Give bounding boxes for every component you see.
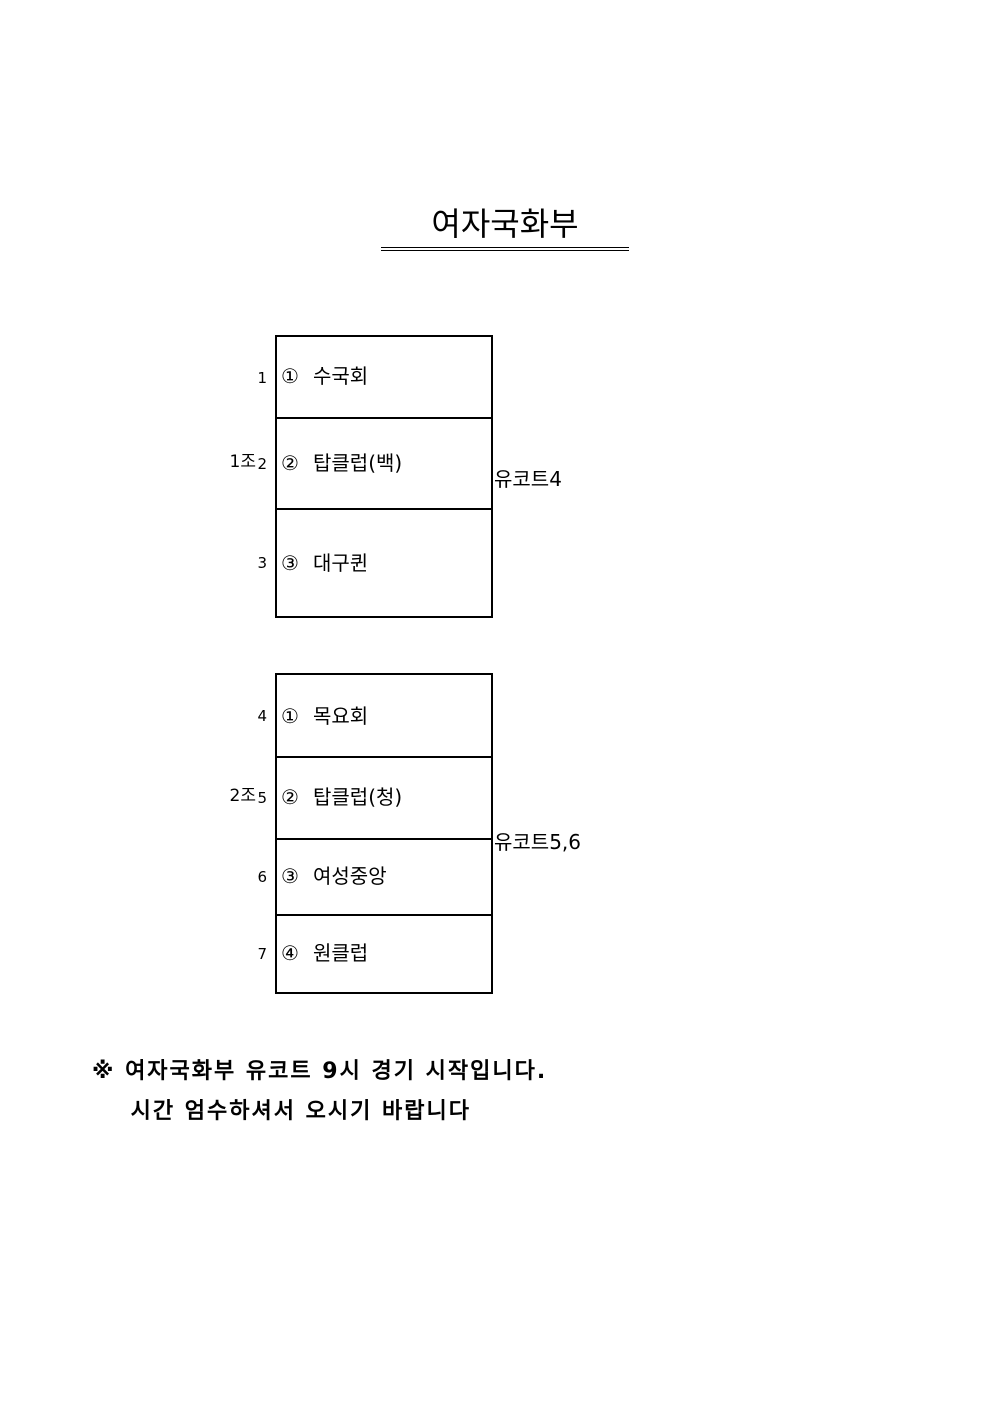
table-row: ④ 원클럽 <box>277 916 491 992</box>
group-1-box: ① 수국회 ② 탑클럽(백) ③ 대구퀸 <box>275 335 493 618</box>
group-label: 1조 <box>229 452 256 472</box>
table-row: ② 탑클럽(백) <box>277 419 491 510</box>
team-number-mark: ③ <box>281 551 299 575</box>
row-number: 1 <box>257 369 267 387</box>
reference-mark-icon: ※ <box>92 1059 116 1084</box>
notice: ※ 여자국화부 유코트 9시 경기 시작입니다. 시간 엄수하셔서 오시기 바랍… <box>92 1052 547 1132</box>
group-2-box: ① 목요회 ② 탑클럽(청) ③ 여성중앙 ④ 원클럽 <box>275 673 493 994</box>
page-title: 여자국화부 <box>431 205 579 243</box>
team-name: 수국회 <box>313 364 369 388</box>
group-label: 2조 <box>229 786 256 806</box>
table-row: ③ 여성중앙 <box>277 840 491 916</box>
row-number: 3 <box>257 554 267 572</box>
row-number: 2 <box>257 455 267 473</box>
team-number-mark: ① <box>281 704 299 728</box>
notice-line-1: 여자국화부 유코트 9시 경기 시작입니다. <box>125 1059 548 1084</box>
table-row: ① 목요회 <box>277 675 491 758</box>
team-number-mark: ③ <box>281 864 299 888</box>
team-name: 탑클럽(청) <box>313 785 403 809</box>
team-number-mark: ④ <box>281 941 299 965</box>
team-number-mark: ② <box>281 451 299 475</box>
court-label: 유코트5,6 <box>494 830 582 854</box>
title-double-underline <box>381 247 629 251</box>
row-number: 5 <box>257 789 267 807</box>
notice-line-2: 시간 엄수하셔서 오시기 바랍니다 <box>130 1099 471 1124</box>
table-row: ① 수국회 <box>277 337 491 419</box>
team-name: 대구퀸 <box>313 551 369 575</box>
table-row: ③ 대구퀸 <box>277 510 491 616</box>
table-row: ② 탑클럽(청) <box>277 758 491 840</box>
row-number: 6 <box>257 868 267 886</box>
team-number-mark: ② <box>281 785 299 809</box>
team-name: 여성중앙 <box>313 864 387 888</box>
team-name: 원클럽 <box>313 941 369 965</box>
team-name: 목요회 <box>313 704 369 728</box>
row-number: 4 <box>257 707 267 725</box>
team-number-mark: ① <box>281 364 299 388</box>
row-number: 7 <box>257 945 267 963</box>
court-label: 유코트4 <box>494 467 562 491</box>
team-name: 탑클럽(백) <box>313 451 403 475</box>
